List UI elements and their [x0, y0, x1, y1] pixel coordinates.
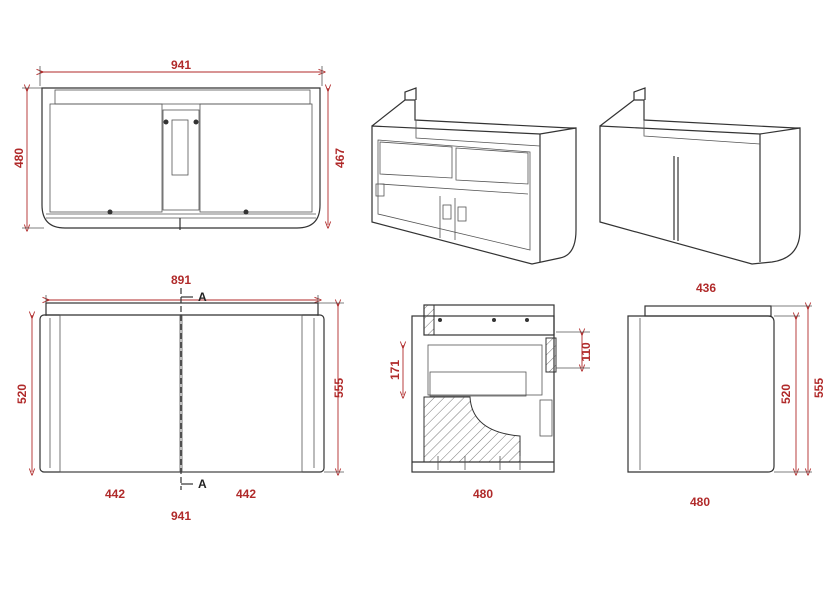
side-height-left-label: 520: [779, 384, 793, 404]
section-mark-top: A: [198, 290, 207, 304]
side-depth-label: 480: [690, 495, 710, 509]
iso-closed-view: 436: [599, 87, 801, 295]
section-gap-label: 110: [579, 342, 593, 362]
front-view: 891 A A 520 555 442 442 941: [15, 273, 346, 523]
side-height-right-label: 555: [812, 378, 826, 398]
top-depth-left-label: 480: [12, 148, 26, 168]
top-depth-right-label: 467: [333, 148, 347, 168]
front-height-left-label: 520: [15, 384, 29, 404]
front-door-left-label: 442: [105, 487, 125, 501]
side-view: 520 555 480: [627, 306, 826, 509]
top-view: 941 480 467: [12, 58, 347, 230]
section-depth-label: 480: [473, 487, 493, 501]
section-view: 171 110 480: [388, 304, 593, 501]
top-width-label: 941: [171, 58, 191, 72]
front-inner-width-label: 891: [171, 273, 191, 287]
section-mark-bottom: A: [198, 477, 207, 491]
front-height-right-label: 555: [332, 378, 346, 398]
iso-label: 436: [696, 281, 716, 295]
top-view-outline: [41, 87, 321, 229]
side-body: [627, 315, 775, 473]
section-drawer-height-label: 171: [388, 360, 402, 380]
front-overall-width-label: 941: [171, 509, 191, 523]
front-door-right-label: 442: [236, 487, 256, 501]
iso-open-view: [371, 87, 577, 265]
